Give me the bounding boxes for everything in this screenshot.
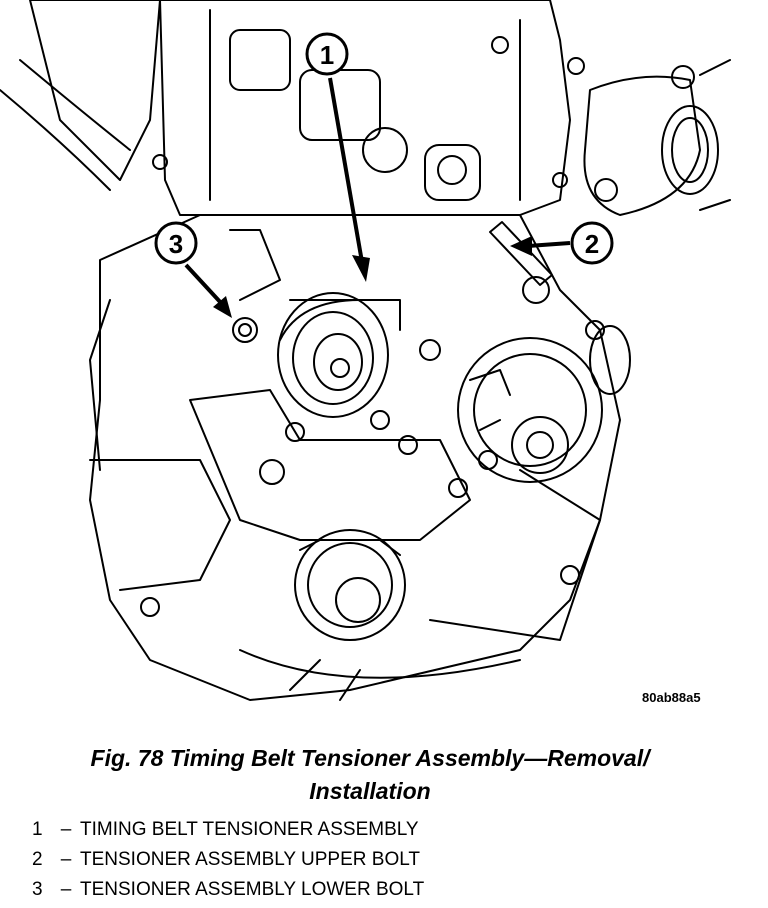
legend-item: 3–TENSIONER ASSEMBLY LOWER BOLT (32, 875, 424, 905)
water-pump-sprocket (457, 337, 603, 483)
lower-bolt (232, 317, 258, 343)
tensioner-assembly (277, 292, 401, 418)
callout-1: 1 (305, 32, 370, 282)
legend-dash: – (60, 879, 72, 900)
engine-block (89, 214, 621, 701)
legend-dash: – (60, 849, 72, 870)
crankshaft-sprocket (294, 529, 406, 641)
upper-bolt (489, 221, 553, 286)
legend-number: 2 (32, 849, 43, 870)
callout-2: 2 (510, 221, 614, 265)
legend-number: 1 (32, 819, 43, 840)
legend-text: TIMING BELT TENSIONER ASSEMBLY (80, 819, 419, 840)
legend-item: 2–TENSIONER ASSEMBLY UPPER BOLT (32, 845, 424, 875)
caption-line-1: Fig. 78 Timing Belt Tensioner Assembly—R… (90, 745, 650, 771)
engine-diagram: 1 2 3 (0, 0, 731, 701)
callout-1-label: 1 (320, 40, 334, 70)
callout-3: 3 (154, 221, 232, 318)
callout-3-label: 3 (169, 229, 183, 259)
figure-caption: Fig. 78 Timing Belt Tensioner Assembly—R… (20, 742, 720, 808)
thermostat-housing (583, 75, 701, 216)
legend-text: TENSIONER ASSEMBLY LOWER BOLT (80, 879, 425, 900)
legend-item: 1–TIMING BELT TENSIONER ASSEMBLY (32, 815, 424, 845)
legend-number: 3 (32, 879, 43, 900)
legend-dash: – (60, 819, 72, 840)
image-code: 80ab88a5 (642, 690, 701, 705)
callout-2-label: 2 (585, 229, 599, 259)
caption-line-2: Installation (309, 778, 431, 804)
legend-list: 1–TIMING BELT TENSIONER ASSEMBLY 2–TENSI… (32, 815, 424, 905)
legend-text: TENSIONER ASSEMBLY UPPER BOLT (80, 849, 420, 870)
cylinder-head (159, 0, 571, 216)
